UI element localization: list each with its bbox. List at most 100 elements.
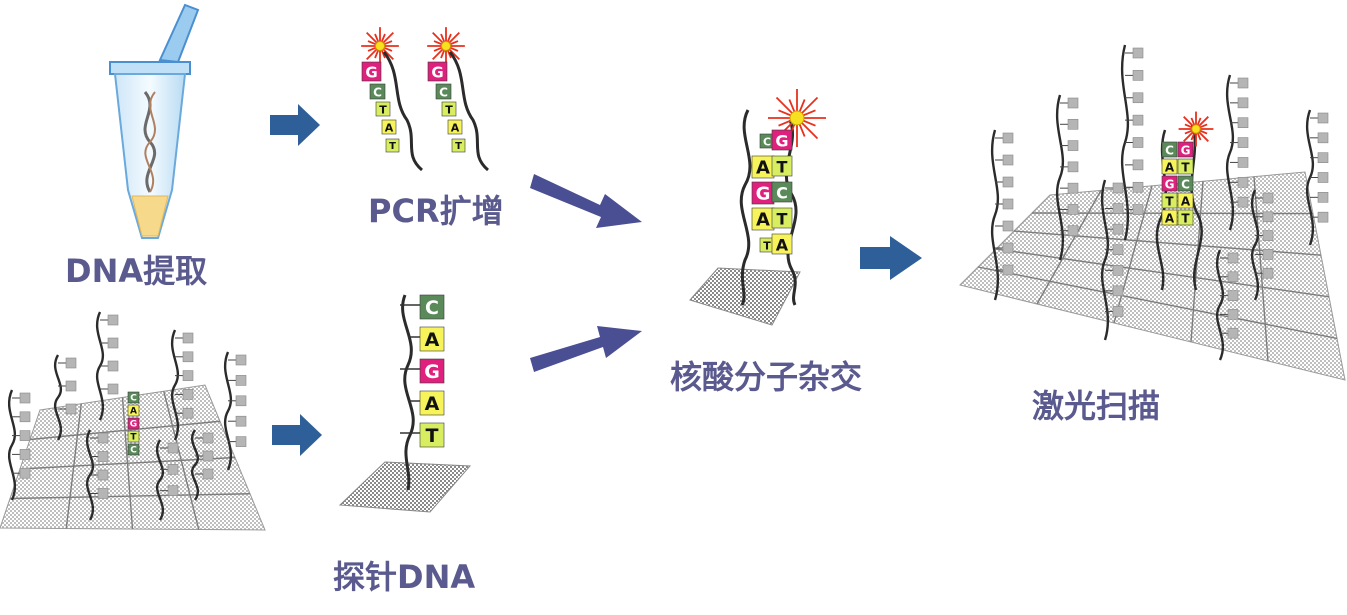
label-probe-dna: 探针DNA [333, 558, 476, 596]
nucleotide-letter: G [365, 64, 377, 82]
nucleotide-letter: A [425, 393, 440, 415]
nucleotide-letter: T [1181, 212, 1190, 226]
nucleotide-letter: T [379, 104, 387, 117]
fluorescent-tag-icon [1178, 111, 1214, 147]
nucleotide-letter: T [455, 141, 462, 152]
nucleotide-G: G [751, 181, 775, 205]
nucleotide-A: A [751, 155, 775, 179]
nucleotide-letter: A [756, 158, 770, 179]
nucleotide-C: C [771, 181, 793, 203]
nucleotide-C: C [435, 83, 452, 100]
nucleotide-T: T [375, 101, 391, 117]
nucleotide-T: T [771, 155, 793, 177]
probe-spot [1215, 249, 1239, 361]
probe-spot [1100, 179, 1124, 341]
arrow-right-icon [270, 104, 320, 146]
probe-spot [170, 329, 194, 441]
nucleotide-letter: T [426, 425, 439, 447]
nucleotide-letter: C [1165, 144, 1174, 158]
nucleotide-T: T [1177, 158, 1194, 175]
nucleotide-letter: T [389, 141, 396, 152]
fluorescent-tag-icon [427, 27, 465, 65]
label-dna-extraction: DNA提取 [65, 252, 208, 290]
nucleotide-A: A [1161, 209, 1178, 226]
nucleotide-letter: C [763, 136, 771, 149]
probe-spot [223, 351, 247, 471]
nucleotide-T: T [1161, 192, 1178, 209]
fluorescent-tag-icon [361, 27, 399, 65]
nucleotide-G: G [427, 61, 448, 82]
nucleotide-letter: C [1181, 178, 1190, 192]
test-tube-icon [109, 3, 200, 239]
nucleotide-letter: T [1165, 195, 1174, 209]
nucleotide-letter: A [385, 122, 394, 135]
nucleotide-letter: G [775, 132, 788, 151]
nucleotide-T: T [127, 430, 140, 443]
nucleotide-letter: A [130, 407, 137, 417]
nucleotide-letter: A [425, 329, 440, 351]
nucleotide-letter: C [130, 446, 137, 456]
nucleotide-A: A [1161, 158, 1178, 175]
probe-spot [95, 311, 119, 421]
probe-spot [1055, 94, 1079, 261]
probe-spot [1225, 74, 1249, 231]
probe-spot [155, 439, 179, 521]
probe-spot [1120, 44, 1144, 241]
nucleotide-T: T [771, 207, 793, 229]
nucleotide-letter: T [1181, 161, 1190, 175]
nucleotide-letter: G [1165, 178, 1175, 192]
nucleotide-letter: T [130, 433, 137, 443]
probe-spot [1305, 109, 1329, 246]
arrow-right-icon [530, 174, 642, 228]
label-laser-scan: 激光扫描 [1032, 387, 1161, 425]
arrow-right-icon [272, 414, 322, 456]
nucleotide-A: A [1177, 192, 1194, 209]
nucleotide-letter: A [756, 210, 770, 231]
nucleotide-C: C [1177, 175, 1194, 192]
nucleotide-letter: T [777, 210, 788, 229]
nucleotide-T: T [385, 138, 400, 153]
nucleotide-T: T [441, 101, 457, 117]
nucleotide-G: G [419, 358, 445, 384]
nucleotide-A: A [771, 233, 793, 255]
probe-chip [338, 294, 472, 513]
nucleotide-A: A [447, 119, 463, 135]
nucleotide-letter: G [130, 420, 137, 430]
nucleotide-letter: C [425, 297, 439, 319]
probe-spot [990, 129, 1014, 301]
nucleotide-A: A [381, 119, 397, 135]
nucleotide-G: G [1177, 141, 1194, 158]
nucleotide-letter: A [776, 236, 789, 255]
nucleotide-T: T [1177, 209, 1194, 226]
nucleotide-G: G [771, 129, 793, 151]
nucleotide-letter: A [1165, 212, 1175, 226]
nucleotide-letter: C [373, 86, 382, 100]
probe-spot [1250, 189, 1274, 301]
nucleotide-G: G [127, 417, 140, 430]
probe-spot [7, 389, 31, 501]
nucleotide-letter: G [756, 184, 771, 205]
arrow-right-icon [530, 326, 642, 372]
nucleotide-letter: C [776, 184, 788, 203]
nucleotide-A: A [419, 326, 445, 352]
nucleotide-letter: G [1181, 144, 1191, 158]
probe-spot [85, 429, 109, 521]
nucleotide-letter: T [763, 240, 771, 253]
nucleotide-letter: G [424, 361, 440, 383]
nucleotide-letter: C [439, 86, 448, 100]
nucleotide-letter: A [451, 122, 460, 135]
nucleotide-T: T [419, 422, 445, 448]
arrow-right-icon [860, 236, 922, 280]
nucleotide-C: C [369, 83, 386, 100]
nucleotide-letter: T [777, 158, 788, 177]
nucleotide-G: G [361, 61, 382, 82]
nucleotide-letter: G [431, 64, 443, 82]
hybridization-chip [689, 109, 801, 326]
nucleotide-C: C [127, 443, 140, 456]
probe-spot [190, 429, 214, 501]
